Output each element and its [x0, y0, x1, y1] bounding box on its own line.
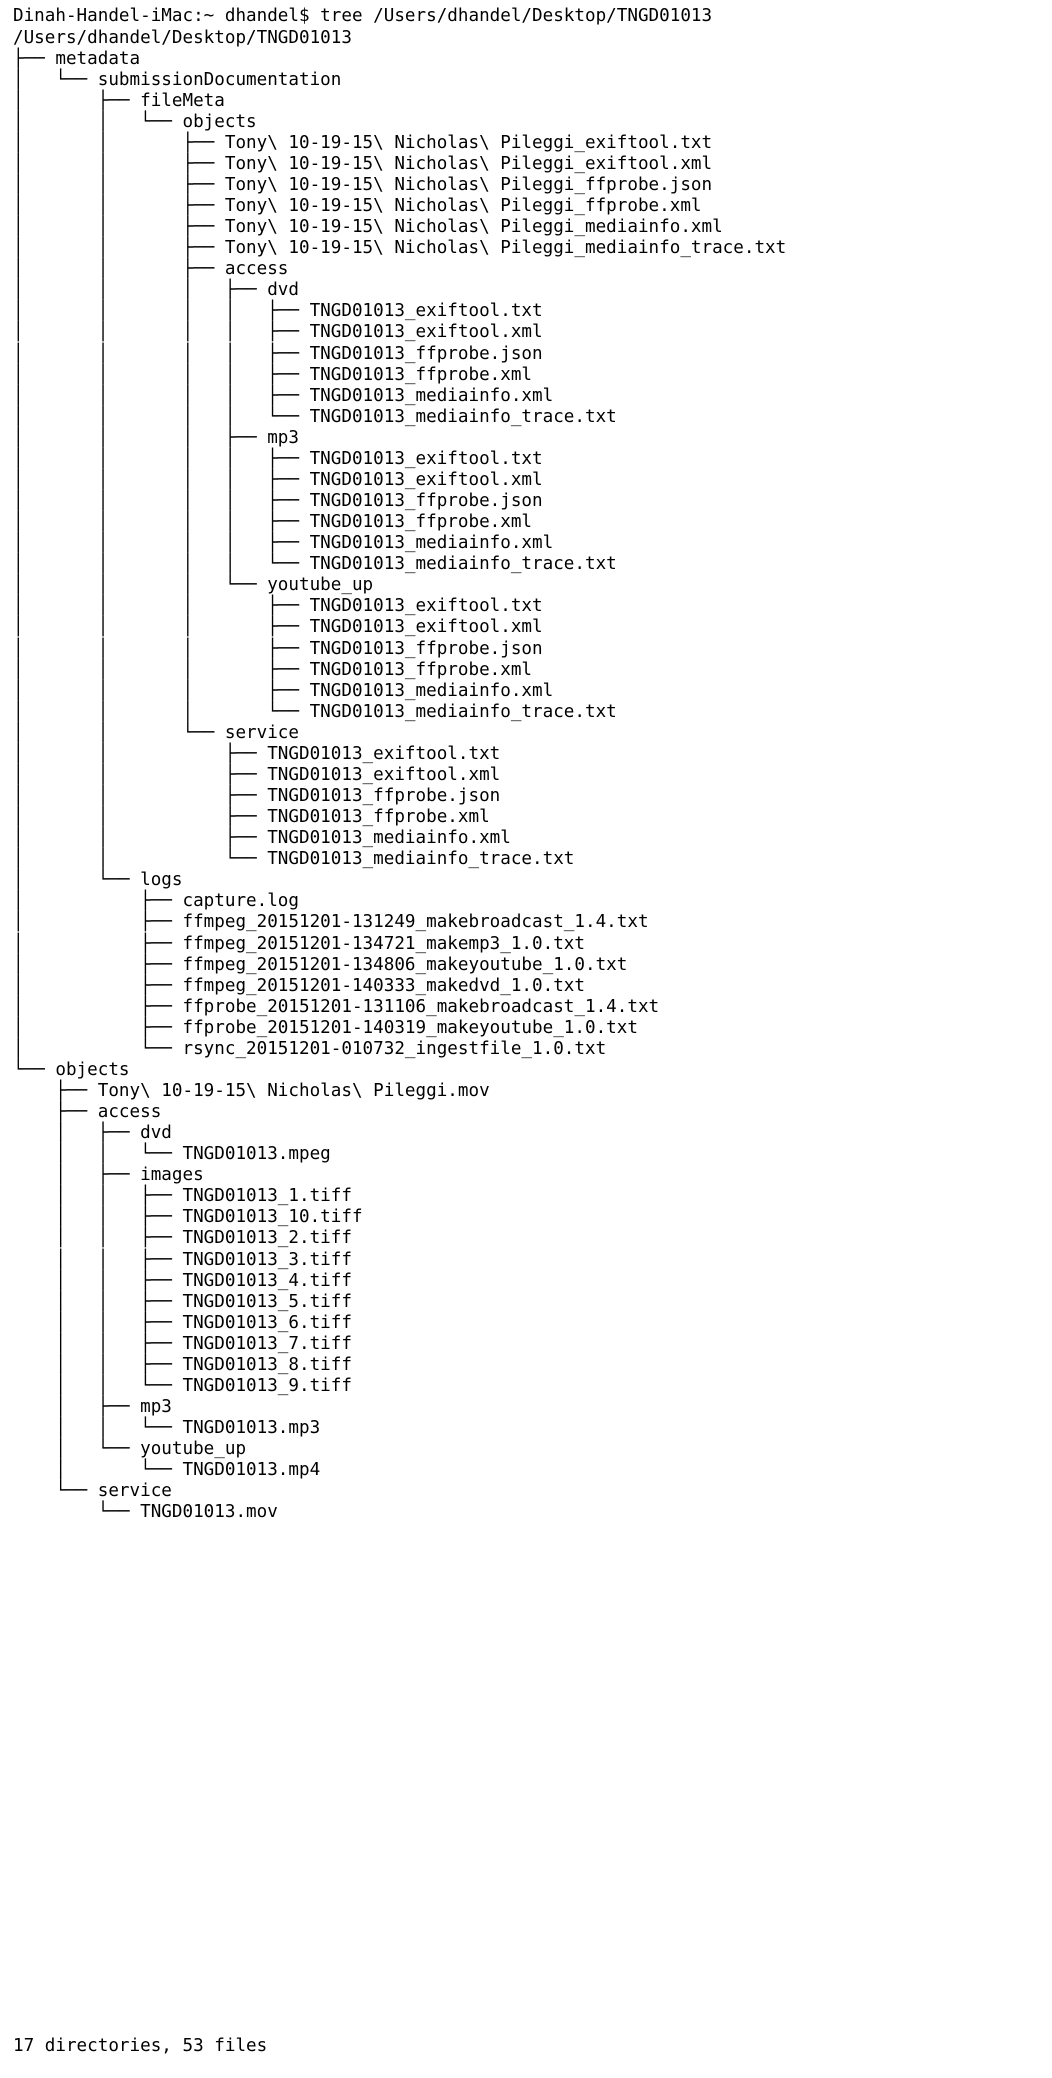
tree-entry: │ │ ├── TNGD01013_8.tiff [13, 1354, 352, 1375]
tree-entry: │ │ │ ├── TNGD01013_mediainfo.xml [13, 680, 554, 701]
tree-entry: │ │ │ ├── dvd [13, 280, 299, 301]
tree-entry: │ │ │ │ ├── TNGD01013_exiftool.txt [13, 448, 543, 469]
tree-entry: │ │ │ ├── TNGD01013_ffprobe.xml [13, 659, 533, 680]
tree-entry: ├── Tony\ 10-19-15\ Nicholas\ Pileggi.mo… [13, 1081, 490, 1101]
tree-entry: │ ├── ffprobe_20151201-140319_makeyoutub… [13, 1017, 638, 1038]
tree-entry: │ │ ├── TNGD01013_7.tiff [13, 1333, 352, 1354]
tree-entry: │ │ │ │ ├── TNGD01013_ffprobe.xml [13, 364, 533, 385]
tree-entry: └── service [13, 1481, 172, 1502]
tree-entry: │ │ ├── TNGD01013_exiftool.xml [13, 764, 501, 785]
tree-entry: └── objects [13, 1059, 130, 1080]
tree-entry: │ │ │ │ ├── TNGD01013_mediainfo.xml [13, 385, 554, 406]
tree-entry: │ │ ├── TNGD01013_3.tiff [13, 1249, 352, 1270]
tree-entry: │ │ ├── TNGD01013_2.tiff [13, 1228, 352, 1249]
tree-summary: 17 directories, 53 files [13, 2036, 268, 2056]
tree-entry: │ │ ├── TNGD01013_ffprobe.xml [13, 807, 490, 828]
tree-entry: │ │ └── TNGD01013.mpeg [13, 1144, 331, 1165]
tree-entry: │ │ └── TNGD01013_9.tiff [13, 1375, 352, 1396]
tree-entry: │ │ ├── TNGD01013_4.tiff [13, 1270, 352, 1291]
tree-entry: │ │ ├── TNGD01013_exiftool.txt [13, 743, 501, 764]
tree-entry: │ │ ├── TNGD01013_mediainfo.xml [13, 828, 511, 849]
tree-entry: │ │ │ ├── TNGD01013_exiftool.txt [13, 596, 543, 617]
tree-entry: │ │ │ │ └── TNGD01013_mediainfo_trace.tx… [13, 554, 617, 575]
tree-entry: │ │ └── objects [13, 111, 257, 132]
tree-entry: │ ├── ffmpeg_20151201-140333_makedvd_1.0… [13, 975, 585, 996]
command-prompt-line: Dinah-Handel-iMac:~ dhandel$ tree /Users… [13, 6, 713, 26]
tree-entry: │ │ └── service [13, 722, 299, 743]
tree-entry: │ │ │ ├── mp3 [13, 427, 299, 448]
tree-entry: │ │ ├── access [13, 259, 289, 280]
tree-entry: │ │ └── TNGD01013.mp3 [13, 1418, 321, 1439]
tree-entry: │ │ ├── TNGD01013_1.tiff [13, 1186, 352, 1207]
tree-entry: │ │ │ │ ├── TNGD01013_exiftool.xml [13, 469, 543, 490]
tree-entry: ├── metadata [13, 48, 141, 69]
tree-entry: │ ├── mp3 [13, 1397, 172, 1418]
tree-entry: │ │ ├── TNGD01013_5.tiff [13, 1291, 352, 1312]
tree-entry: │ │ ├── Tony\ 10-19-15\ Nicholas\ Pilegg… [13, 217, 723, 238]
tree-entry: │ │ ├── Tony\ 10-19-15\ Nicholas\ Pilegg… [13, 153, 713, 174]
tree-entry: │ │ └── TNGD01013_mediainfo_trace.txt [13, 849, 575, 870]
tree-entry: │ │ │ ├── TNGD01013_ffprobe.json [13, 638, 543, 659]
tree-entry: │ ├── capture.log [13, 891, 299, 912]
tree-entry: │ │ ├── Tony\ 10-19-15\ Nicholas\ Pilegg… [13, 196, 702, 217]
tree-entry: │ ├── fileMeta [13, 90, 225, 111]
tree-entry: │ ├── images [13, 1165, 204, 1186]
tree-entry: │ │ │ │ ├── TNGD01013_exiftool.xml [13, 322, 543, 343]
tree-root-path: /Users/dhandel/Desktop/TNGD01013 [13, 27, 352, 48]
tree-entry: │ └── logs [13, 870, 183, 891]
tree-entry: │ │ │ │ ├── TNGD01013_ffprobe.json [13, 343, 543, 364]
tree-entry: │ │ ├── Tony\ 10-19-15\ Nicholas\ Pilegg… [13, 132, 713, 153]
tree-entry: │ └── rsync_20151201-010732_ingestfile_1… [13, 1038, 607, 1059]
tree-entry: │ │ │ │ └── TNGD01013_mediainfo_trace.tx… [13, 406, 617, 427]
tree-entry: │ │ │ │ ├── TNGD01013_ffprobe.json [13, 491, 543, 512]
tree-entry: │ ├── ffmpeg_20151201-131249_makebroadca… [13, 912, 649, 933]
tree-entry: │ ├── ffmpeg_20151201-134721_makemp3_1.0… [13, 933, 585, 954]
tree-entry: │ │ │ │ ├── TNGD01013_ffprobe.xml [13, 512, 533, 533]
tree-entry: │ │ │ │ ├── TNGD01013_exiftool.txt [13, 301, 543, 322]
tree-entry: │ │ ├── Tony\ 10-19-15\ Nicholas\ Pilegg… [13, 238, 787, 259]
tree-entry: │ ├── ffprobe_20151201-131106_makebroadc… [13, 996, 660, 1017]
tree-entry: │ │ │ └── TNGD01013_mediainfo_trace.txt [13, 701, 617, 722]
tree-entry: │ │ │ │ ├── TNGD01013_mediainfo.xml [13, 533, 554, 554]
tree-entry: │ ├── dvd [13, 1123, 172, 1144]
tree-entry: │ │ ├── TNGD01013_ffprobe.json [13, 786, 501, 807]
tree-entry: │ │ ├── Tony\ 10-19-15\ Nicholas\ Pilegg… [13, 174, 713, 195]
tree-entry: │ │ │ ├── TNGD01013_exiftool.xml [13, 617, 543, 638]
tree-entry: │ │ │ └── youtube_up [13, 575, 374, 596]
tree-entry: │ └── youtube_up [13, 1439, 247, 1460]
tree-entry: │ └── TNGD01013.mp4 [13, 1460, 321, 1481]
tree-entry: ├── access [13, 1102, 162, 1123]
tree-entry: │ ├── ffmpeg_20151201-134806_makeyoutube… [13, 954, 628, 975]
tree-entry: └── TNGD01013.mov [13, 1502, 278, 1523]
tree-entry: │ │ ├── TNGD01013_10.tiff [13, 1207, 363, 1228]
tree-entry: │ └── submissionDocumentation [13, 69, 342, 90]
tree-entry: │ │ ├── TNGD01013_6.tiff [13, 1312, 352, 1333]
